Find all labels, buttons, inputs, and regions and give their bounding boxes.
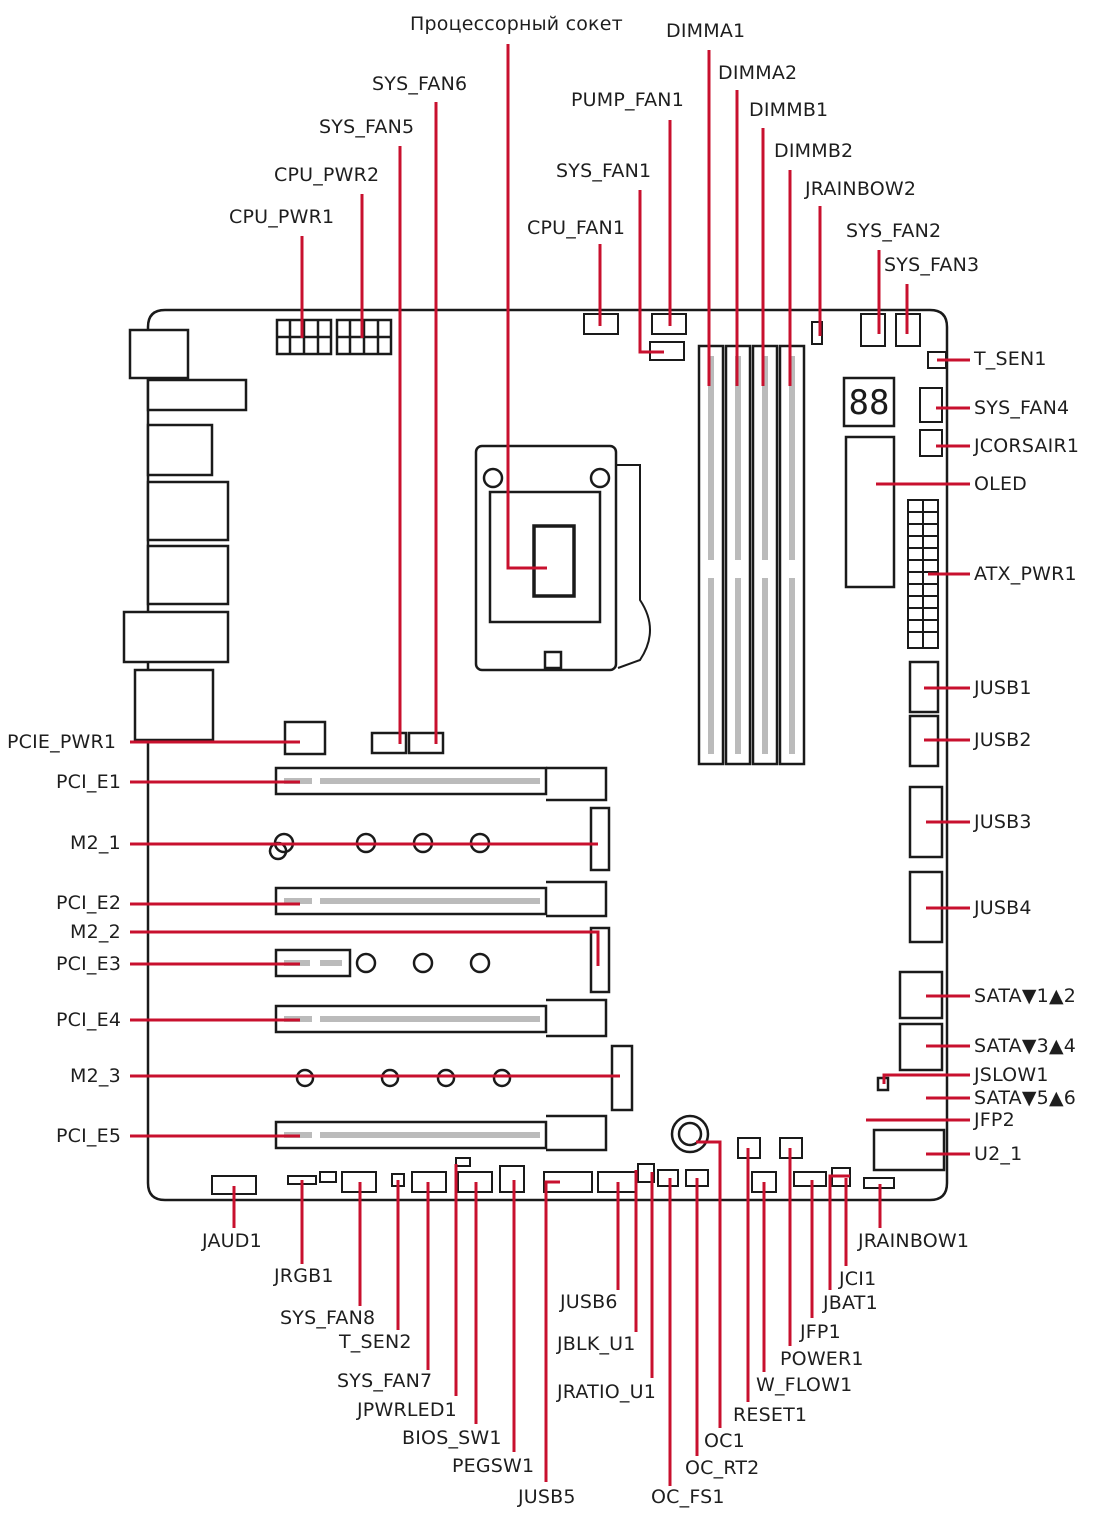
label-dimma1: DIMMA1 [666,20,746,42]
label-pci-e3: PCI_E3 [56,953,122,975]
label-oc1: OC1 [704,1430,745,1452]
label-jusb2: JUSB2 [974,729,1032,751]
label-jusb5: JUSB5 [518,1486,576,1508]
label-jfp1: JFP1 [800,1321,841,1343]
label-bios-sw1: BIOS_SW1 [402,1427,502,1449]
label-cpu-pwr2: CPU_PWR2 [274,164,380,186]
debug-led-digits: 88 [849,383,890,423]
atx-power-connector [907,499,939,649]
right-edge-connectors [872,660,946,1172]
label-jusb6: JUSB6 [560,1291,618,1313]
label-jci1: JCI1 [839,1268,877,1290]
label-jslow1: JSLOW1 [974,1064,1049,1086]
label-sys-fan5: SYS_FAN5 [319,116,415,138]
label-t-sen2: T_SEN2 [339,1331,412,1353]
label-sys-fan7: SYS_FAN7 [337,1370,433,1392]
pcie-power-connector [283,720,327,756]
label-cpu-pwr1: CPU_PWR1 [229,206,335,228]
label-sys-fan1: SYS_FAN1 [556,160,652,182]
dimm-slots [697,344,806,766]
pcie-slots [274,766,608,1152]
label-power1: POWER1 [780,1348,864,1370]
label-atx-pwr1: ATX_PWR1 [974,563,1077,585]
label-pci-e5: PCI_E5 [56,1125,122,1147]
label-jfp2: JFP2 [974,1109,1015,1131]
sys-fan5-header [370,731,408,755]
cpu-power-connectors [275,318,393,356]
label-sys-fan4: SYS_FAN4 [974,397,1070,419]
label-socket: Процессорный сокет [410,13,623,35]
label-w-flow1: W_FLOW1 [756,1374,853,1396]
label-oled: OLED [974,473,1027,495]
leader-sys-fan1 [638,190,664,354]
label-oc-fs1: OC_FS1 [651,1486,725,1508]
label-jaud1: JAUD1 [202,1230,262,1252]
label-jbat1: JBAT1 [823,1292,878,1314]
label-sys-fan2: SYS_FAN2 [846,220,942,242]
leader-m2-2 [130,930,600,966]
label-jusb3: JUSB3 [974,811,1032,833]
label-jblk-u1: JBLK_U1 [557,1333,636,1355]
m2-slots [268,806,634,1112]
label-cpu-fan1: CPU_FAN1 [527,217,626,239]
label-pcie-pwr1: PCIE_PWR1 [7,731,117,753]
label-m2-3: M2_3 [70,1065,121,1087]
label-dimma2: DIMMA2 [718,62,798,84]
sys-fan6-header [407,731,445,755]
battery-cell-inner [677,1121,703,1147]
label-jrgb1: JRGB1 [274,1265,334,1287]
label-jcorsair1: JCORSAIR1 [974,435,1080,457]
label-u2-1: U2_1 [974,1143,1023,1165]
label-pci-e2: PCI_E2 [56,892,122,914]
label-sata12: SATA▼1▲2 [974,985,1077,1007]
label-jrainbow1: JRAINBOW1 [858,1230,970,1252]
leader-socket [506,44,547,570]
label-reset1: RESET1 [733,1404,808,1426]
rear-io-panel [122,328,248,742]
leader-oc1 [696,1140,722,1428]
label-dimmb1: DIMMB1 [749,99,829,121]
label-pegsw1: PEGSW1 [452,1455,535,1477]
label-jrainbow2: JRAINBOW2 [805,178,917,200]
debug-led-display [842,376,896,428]
label-sys-fan6: SYS_FAN6 [372,73,468,95]
label-jusb1: JUSB1 [974,677,1032,699]
motherboard-board: 88 [122,308,949,1202]
label-sata56: SATA▼5▲6 [974,1087,1077,1109]
label-jratio-u1: JRATIO_U1 [557,1381,657,1403]
label-pci-e4: PCI_E4 [56,1009,122,1031]
oled-panel [844,435,896,589]
label-jusb4: JUSB4 [974,897,1032,919]
label-sys-fan3: SYS_FAN3 [884,254,980,276]
leader-jslow1 [882,1073,970,1084]
label-m2-2: M2_2 [70,921,121,943]
leader-lines [130,44,970,1486]
cpu-socket [474,444,651,672]
label-m2-1: M2_1 [70,832,121,854]
leader-jusb5 [544,1180,560,1482]
label-sata34: SATA▼3▲4 [974,1035,1077,1057]
bottom-headers [211,1137,895,1195]
board-outline [146,308,949,1202]
label-dimmb2: DIMMB2 [774,140,854,162]
label-pump-fan1: PUMP_FAN1 [571,89,684,111]
label-pci-e1: PCI_E1 [56,771,122,793]
label-jpwrled1: JPWRLED1 [357,1399,457,1421]
battery-cell [670,1114,710,1154]
label-oc-rt2: OC_RT2 [685,1457,760,1479]
leader-jbat1 [828,1174,850,1290]
label-sys-fan8: SYS_FAN8 [280,1307,376,1329]
label-t-sen1: T_SEN1 [974,348,1047,370]
